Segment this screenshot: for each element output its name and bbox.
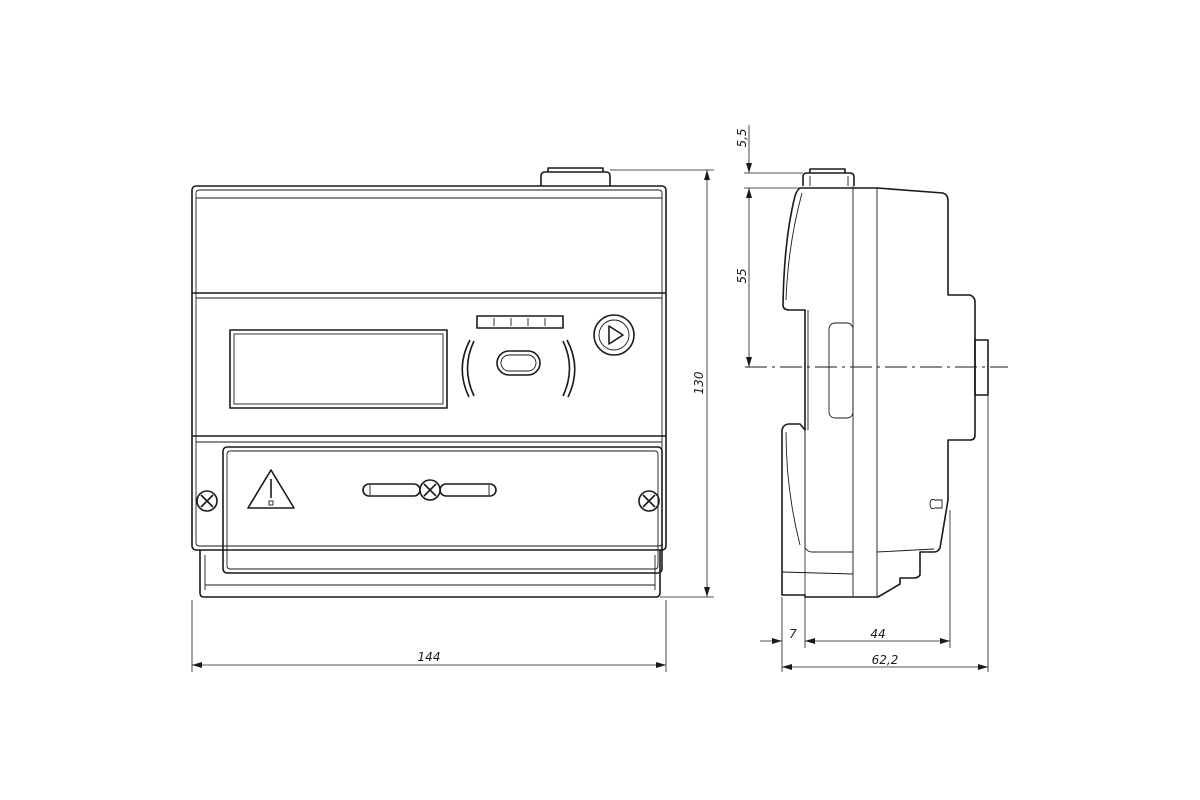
side-seal-cap xyxy=(802,168,855,186)
dimension-label-front-offset: 7 xyxy=(789,627,797,641)
meter-body xyxy=(191,185,667,551)
right-screw-icon xyxy=(638,490,660,512)
led-indicator-bar xyxy=(476,315,564,329)
left-screw-icon xyxy=(196,490,218,512)
dimension-label-height: 130 xyxy=(692,371,706,394)
dimension-label-rail-axis: 55 xyxy=(735,268,749,283)
warning-triangle-icon xyxy=(247,469,295,509)
dimension-height: 130 xyxy=(610,169,714,598)
dimension-label-total-depth: 62,2 xyxy=(872,653,899,667)
side-view xyxy=(781,168,989,598)
dimension-label-body-depth: 44 xyxy=(870,627,885,641)
front-view xyxy=(191,167,667,598)
side-label-window xyxy=(828,322,854,419)
optical-port-bracket-right xyxy=(562,339,576,398)
terminal-cover xyxy=(222,446,663,574)
dimension-cap-height: 5,5 xyxy=(735,125,803,189)
dimension-label-width: 144 xyxy=(418,650,441,664)
seal-screw-icon xyxy=(419,479,441,501)
dimension-depths: 7 44 62,2 xyxy=(760,395,989,672)
optical-port-bracket-left xyxy=(461,339,475,398)
dimension-label-cap-height: 5,5 xyxy=(735,128,749,147)
bottom-hood xyxy=(199,550,661,598)
dimension-rail-axis: 55 xyxy=(735,188,752,367)
side-knob xyxy=(974,339,989,396)
side-body-outline xyxy=(781,187,976,598)
optical-port-button xyxy=(496,350,541,376)
top-seal-cap xyxy=(540,167,611,186)
play-button-icon xyxy=(593,314,635,356)
lcd-display xyxy=(229,329,448,409)
dimension-width: 144 xyxy=(191,600,667,672)
